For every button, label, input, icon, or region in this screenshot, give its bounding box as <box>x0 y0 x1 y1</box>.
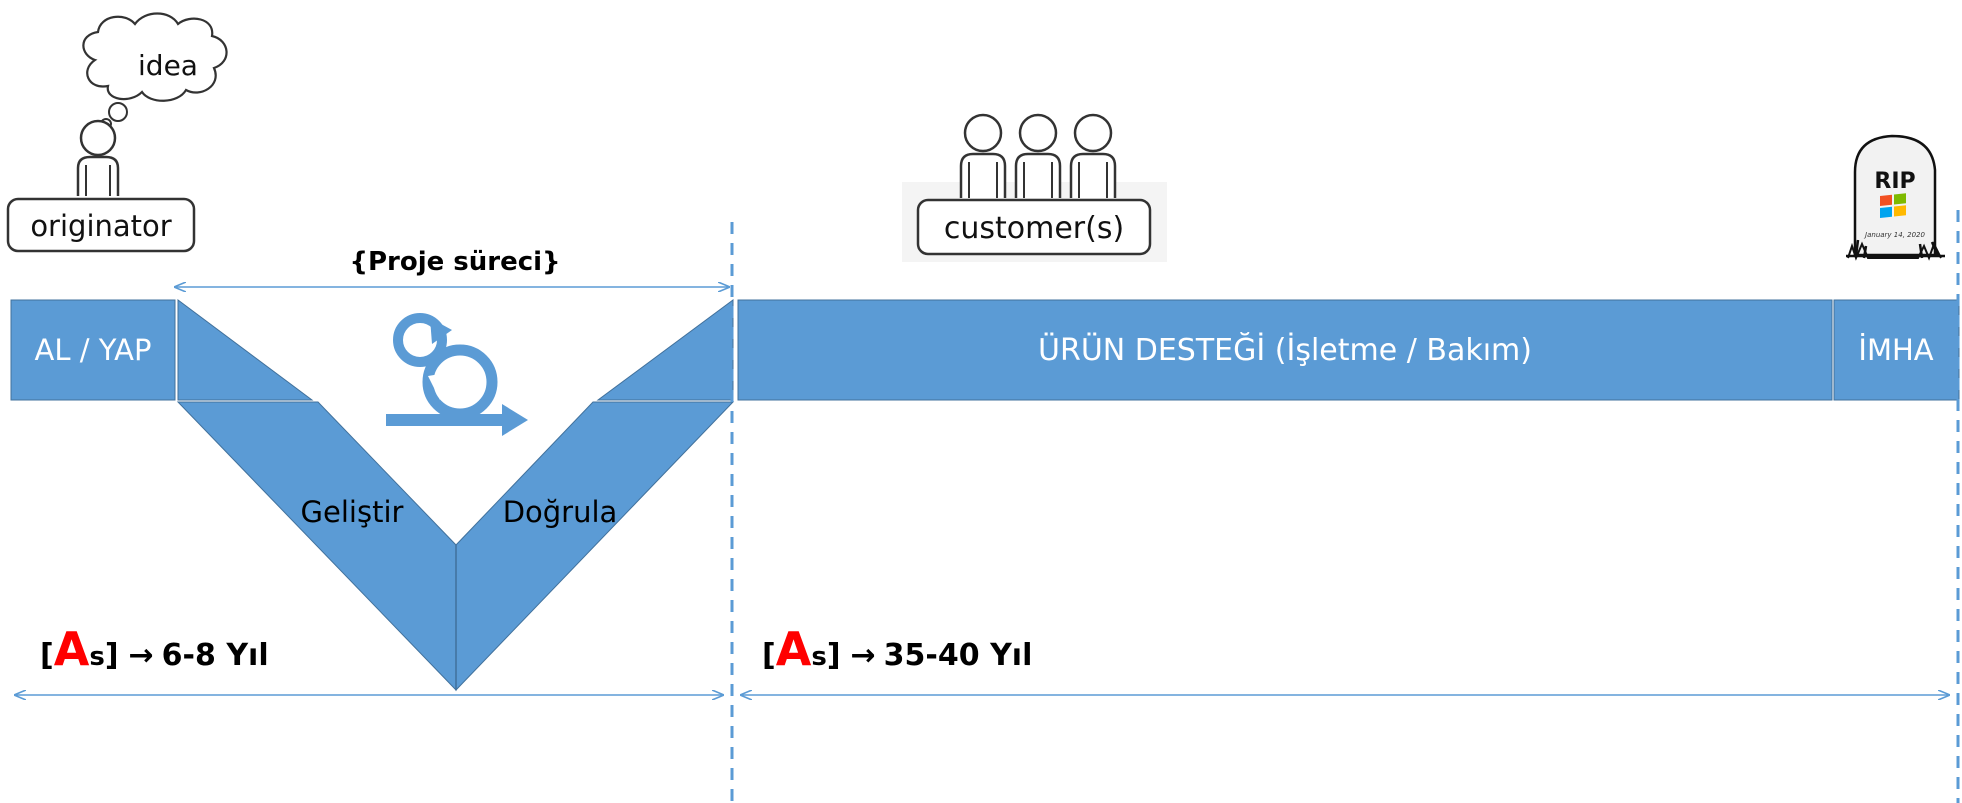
v-right-arm-label: Doğrula <box>503 495 618 529</box>
phase-support-label: ÜRÜN DESTEĞİ (İşletme / Bakım) <box>1038 331 1532 368</box>
phase-support: ÜRÜN DESTEĞİ (İşletme / Bakım) <box>737 299 1833 401</box>
people-group-icon <box>959 113 1117 198</box>
availability-letter: A <box>54 622 90 676</box>
originator-label: originator <box>30 209 171 243</box>
v-model: Geliştir Doğrula <box>176 299 735 692</box>
thought-cloud-icon <box>82 12 228 130</box>
customers-actor: customer(s) <box>902 113 1167 262</box>
v-model-top-right <box>596 299 734 401</box>
bracket-close: ] <box>827 638 841 673</box>
customers-label-box <box>916 198 1152 256</box>
tombstone-date: January 14, 2020 <box>1863 231 1925 239</box>
bracket-open: [ <box>40 638 54 673</box>
windows-logo-icon <box>1880 193 1906 218</box>
project-span-label: {Proje süreci} <box>349 247 560 277</box>
v-model-right-arm <box>455 401 735 692</box>
v-left-arm-label: Geliştir <box>301 495 404 529</box>
phase-disposal-label: İMHA <box>1858 333 1933 367</box>
originator-label-box <box>6 197 196 253</box>
bracket-open: [ <box>762 638 776 673</box>
availability-sub: s <box>811 642 826 672</box>
phase-acquire: AL / YAP <box>10 299 176 401</box>
availability-letter: A <box>776 622 812 676</box>
availability-sub: s <box>89 642 104 672</box>
iterative-cycle-icon <box>386 313 528 436</box>
person-icon <box>76 119 120 196</box>
duration-arrow: → <box>129 638 154 673</box>
tombstone-icon: RIP January 14, 2020 <box>1846 134 1945 261</box>
duration-value: 6-8 Yıl <box>162 638 269 673</box>
bracket-close: ] <box>105 638 119 673</box>
originator-actor: idea originator <box>6 12 228 253</box>
svg-text:[As]→35-40 Yıl: [As] →35-40 Yıl <box>762 622 1032 676</box>
duration-arrow: → <box>851 638 876 673</box>
phase-acquire-label: AL / YAP <box>35 333 152 367</box>
thought-text: idea <box>138 49 198 82</box>
duration-support: [As] →35-40 Yıl <box>742 622 1948 695</box>
customers-label: customer(s) <box>944 211 1124 246</box>
duration-value: 35-40 Yıl <box>884 638 1033 673</box>
svg-text:[As]→6-8 Yıl: [As] →6-8 Yıl <box>40 622 269 676</box>
v-model-top-left <box>177 299 314 401</box>
duration-development: [As] →6-8 Yıl <box>16 622 722 695</box>
phase-disposal: İMHA <box>1833 299 1960 401</box>
tombstone-title: RIP <box>1874 169 1915 194</box>
